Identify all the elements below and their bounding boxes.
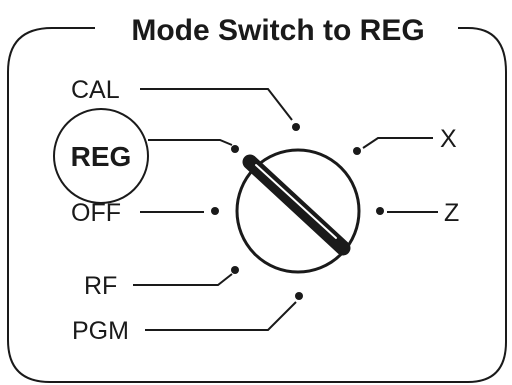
mode-dial — [235, 148, 361, 274]
position-dot-z — [376, 207, 384, 215]
leader-rf — [133, 273, 233, 286]
mode-label-off: OFF — [71, 199, 121, 227]
dial-pointer — [242, 154, 351, 256]
mode-label-rf: RF — [84, 272, 117, 300]
position-dot-reg — [231, 145, 239, 153]
mode-label-pgm: PGM — [72, 317, 129, 345]
leader-cal — [140, 88, 293, 121]
diagram-title: Mode Switch to REG — [131, 14, 424, 47]
frame-border — [7, 27, 507, 383]
dial-pointer-highlight — [255, 164, 337, 239]
position-dot-cal — [292, 123, 300, 131]
position-dot-x — [353, 147, 361, 155]
selected-mode-circle — [53, 108, 149, 204]
leader-pgm — [145, 301, 297, 331]
mode-label-reg: REG — [71, 141, 132, 172]
leader-x — [362, 137, 433, 149]
position-dot-pgm — [295, 292, 303, 300]
mode-label-z: Z — [444, 199, 459, 227]
mode-label-x: X — [440, 125, 457, 153]
position-dot-off — [211, 207, 219, 215]
position-dot-rf — [231, 266, 239, 274]
leader-reg — [148, 139, 233, 146]
mode-label-cal: CAL — [71, 76, 120, 104]
